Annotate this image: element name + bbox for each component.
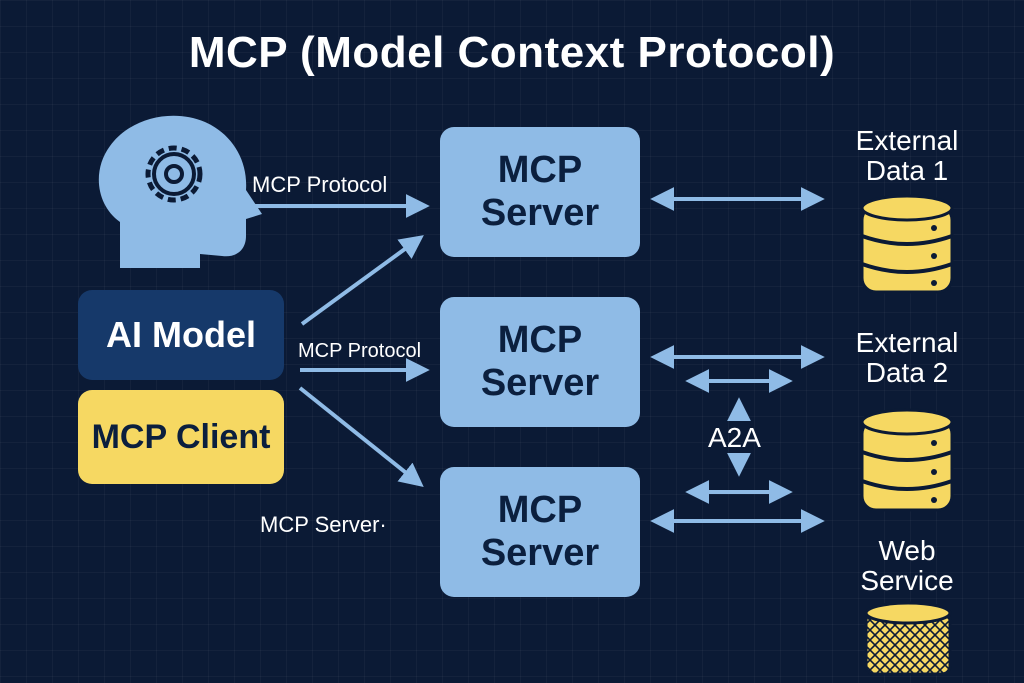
mcp-client-box: MCP Client — [78, 390, 284, 484]
mcp-server-box-2: MCP Server — [440, 297, 640, 427]
label-external-data-2: External Data 2 — [855, 327, 959, 389]
label-protocol-top: MCP Protocol — [252, 172, 388, 197]
label-protocol-middle: MCP Protocol — [298, 340, 422, 362]
arrow-model-to-server-3 — [298, 386, 424, 487]
label-a2a: A2A — [708, 422, 761, 453]
label-external-data-1: External Data 1 — [855, 125, 959, 187]
diagram-title: MCP (Model Context Protocol) — [188, 28, 836, 77]
label-server-bottom: MCP Server· — [260, 512, 387, 537]
ai-model-box: AI Model — [78, 290, 284, 380]
database-icon — [860, 194, 954, 294]
mcp-server-box-1: MCP Server — [440, 127, 640, 257]
database-icon — [860, 408, 954, 512]
web-service-cylinder-icon — [864, 601, 952, 676]
label-web-service: Web Service — [860, 535, 954, 597]
mcp-server-box-3: MCP Server — [440, 467, 640, 597]
head-with-gear-icon — [98, 115, 262, 268]
arrow-model-to-server-1 — [300, 235, 424, 326]
